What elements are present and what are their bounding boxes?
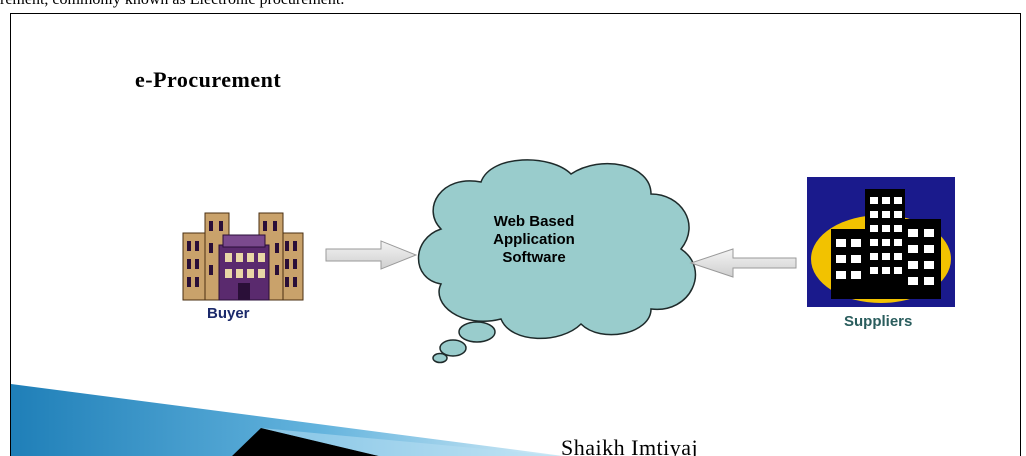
- arrow-left-icon: [689, 248, 797, 278]
- suppliers-buildings-icon: [807, 177, 955, 307]
- cloud-label-line-3: Software: [502, 249, 566, 266]
- slide-title: e-Procurement: [135, 67, 282, 92]
- buyer-building-icon: [182, 212, 304, 301]
- arrow-right-icon: [325, 240, 418, 270]
- cloud-label-line-2: Application: [493, 231, 575, 248]
- bottom-ribbon: [11, 384, 564, 456]
- slide-frame: e-Procurement Web Based Application Soft…: [10, 13, 1021, 456]
- author-name: Shaikh Imtiyaj: [561, 435, 699, 456]
- suppliers-label: Suppliers: [844, 313, 913, 330]
- cloud-icon: [417, 159, 697, 364]
- intro-text: rement, commonly known as Electronic pro…: [0, 0, 344, 9]
- cloud-label: Web Based Application Software: [464, 213, 604, 267]
- cloud-label-line-1: Web Based: [493, 213, 575, 230]
- slide-artwork: [11, 159, 955, 456]
- buyer-label: Buyer: [207, 305, 250, 322]
